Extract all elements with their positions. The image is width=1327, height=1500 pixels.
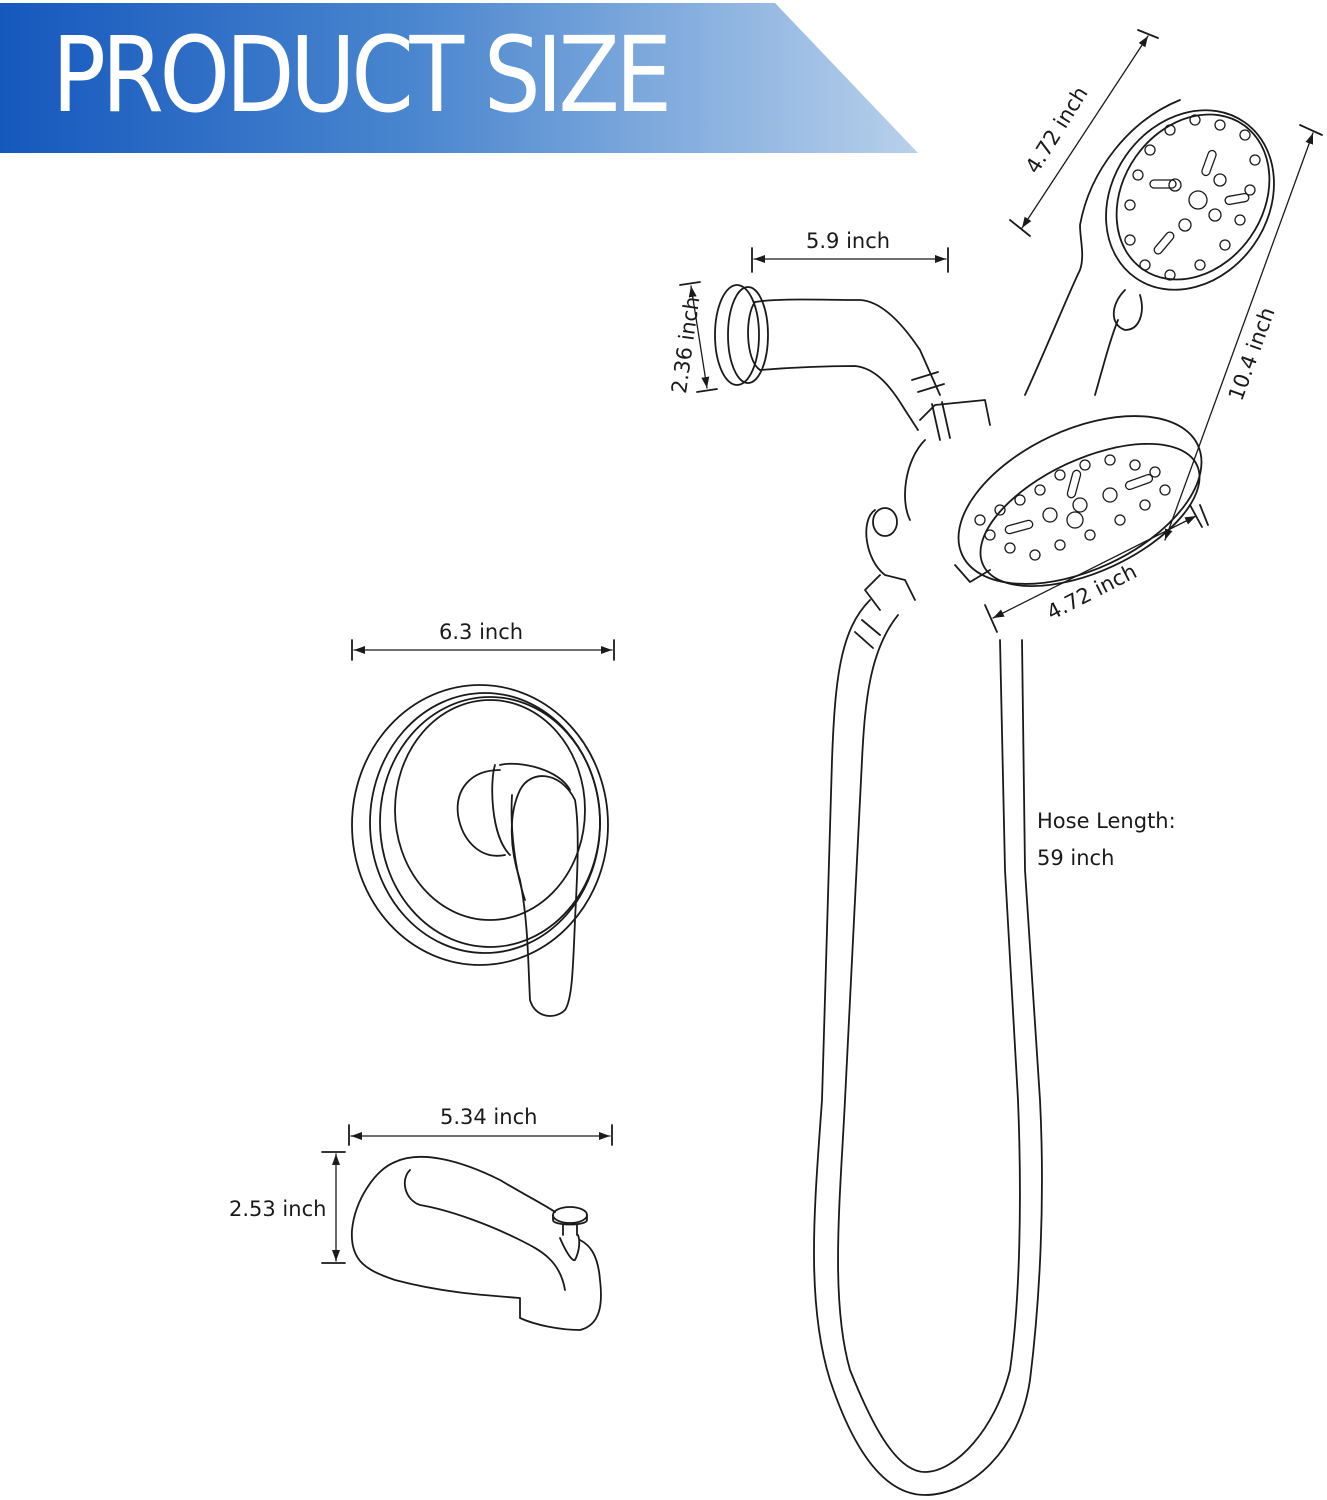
shower-arm-drawing bbox=[714, 284, 945, 431]
banner-title: PRODUCT SIZE bbox=[52, 14, 672, 136]
tub-spout-height-label: 2.53 inch bbox=[229, 1197, 327, 1221]
valve-trim-drawing bbox=[351, 684, 609, 1017]
fixed-shower-head-drawing bbox=[864, 399, 1203, 611]
valve-trim-width-label: 6.3 inch bbox=[439, 620, 524, 644]
valve-trim-width-dimension bbox=[351, 639, 615, 661]
product-size-banner: PRODUCT SIZE bbox=[0, 3, 920, 153]
tub-spout-drawing bbox=[351, 1155, 602, 1331]
banner-background bbox=[0, 3, 918, 153]
shower-arm-length-label: 5.9 inch bbox=[806, 229, 891, 253]
flange-height-dimension bbox=[679, 281, 718, 393]
hose-length-value: 59 inch bbox=[1037, 846, 1115, 870]
tub-spout-height-dimension bbox=[321, 1151, 346, 1264]
handheld-diameter-dimension bbox=[1009, 29, 1159, 237]
tub-spout-length-label: 5.34 inch bbox=[440, 1105, 538, 1129]
tub-spout-length-dimension bbox=[348, 1124, 613, 1146]
hose-drawing bbox=[813, 599, 1043, 1496]
hose-length-label: Hose Length: bbox=[1037, 809, 1176, 833]
shower-arm-length-dimension bbox=[751, 247, 949, 273]
handheld-length-dimension bbox=[1164, 124, 1323, 541]
